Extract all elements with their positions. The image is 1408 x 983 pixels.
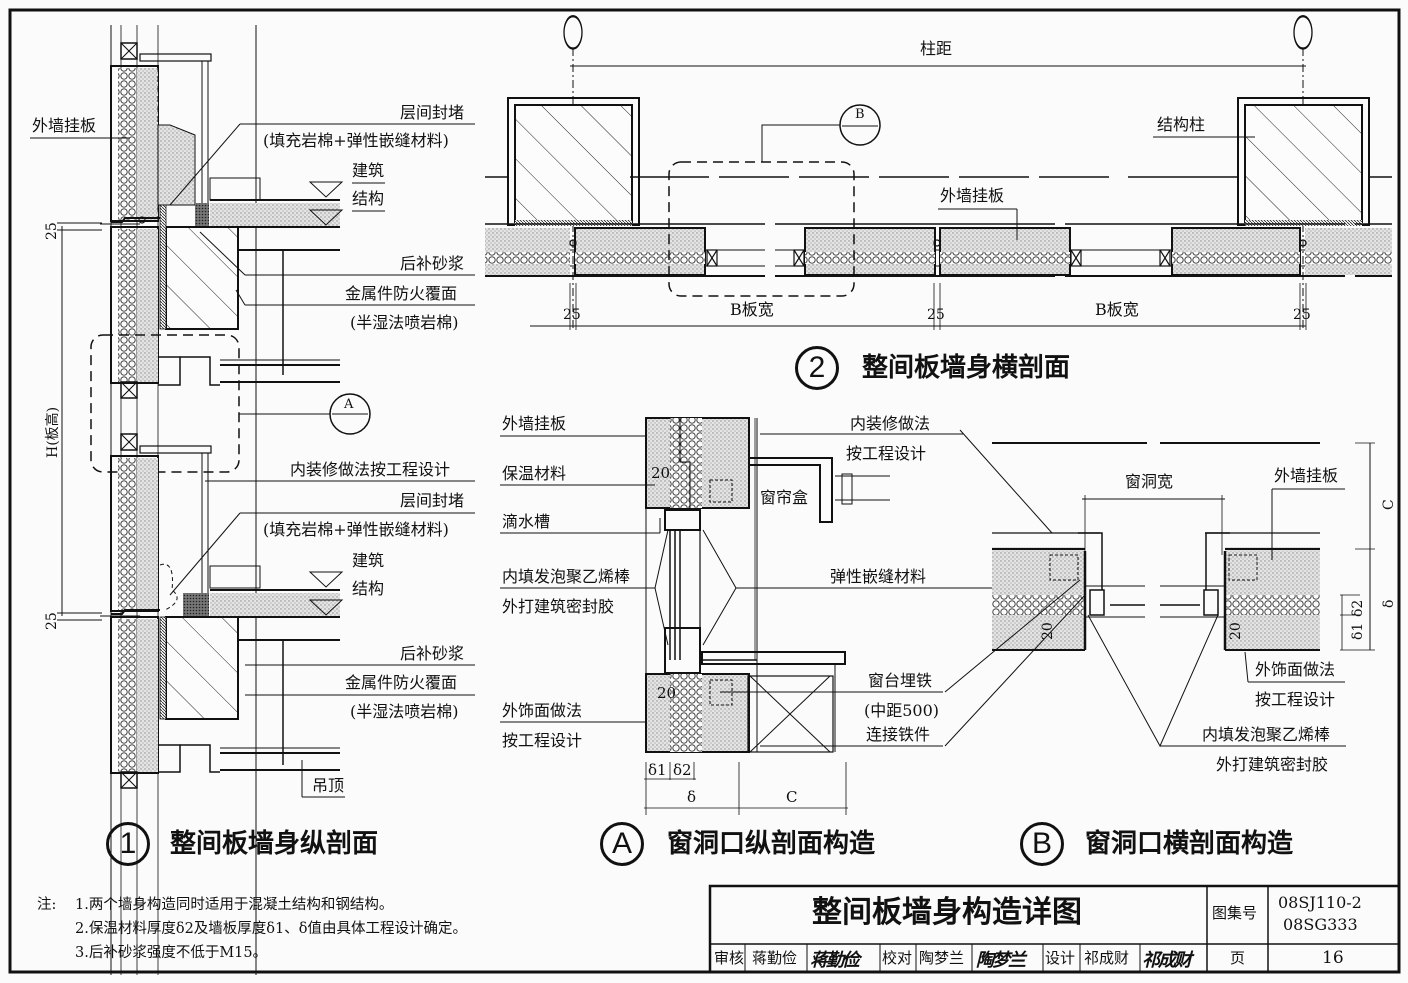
label-structure-1: 结构 [352,189,385,208]
label-b-opening-width: 窗洞宽 [1125,472,1174,491]
label-ceiling: 吊顶 [312,776,345,795]
design-label: 设计 [1045,949,1076,967]
label-b-exterior-panel: 外墙挂板 [1274,466,1339,485]
page-number: 16 [1322,948,1344,968]
label-structure-2: 结构 [352,579,385,598]
label-exterior-panel: 外墙挂板 [32,116,97,135]
label-architecture-1: 建筑 [352,161,385,180]
sectionB-drawing [944,429,1375,748]
dim-a-20-bottom: 20 [657,684,677,702]
label-a-sealant: 外打建筑密封胶 [502,597,615,616]
label-exterior-panel-2: 外墙挂板 [940,186,1005,205]
dim-b-c: C [1381,499,1397,510]
section1-number: 1 [106,822,150,866]
dim-b-d1: δ1 [1350,622,1366,640]
designer-name: 祁成财 [1084,949,1130,967]
label-a-drip-groove: 滴水槽 [502,512,551,531]
label-a-ext-finish: 外饰面做法 [502,701,583,720]
sectionB-number: B [1020,822,1064,866]
label-a-curtain-box: 窗帘盒 [760,488,809,507]
label-a-connector: 连接铁件 [866,725,931,744]
dim-panel-height: H(板高) [45,406,61,458]
label-a-exterior-panel: 外墙挂板 [502,414,567,433]
reviewer-signature: 蒋勤俭 [810,950,860,971]
section1-title: 整间板墙身纵剖面 [170,829,379,859]
dim-gap-col-3: 25 [1293,307,1311,323]
label-mortar-2: 后补砂浆 [400,644,465,663]
title-block-title: 整间板墙身构造详图 [812,895,1082,930]
label-floor-seal-fill-2: (填充岩棉+弹性嵌缝材料) [263,520,449,539]
check-label: 校对 [882,949,913,967]
label-mortar-1: 后补砂浆 [400,254,465,273]
section1-drawing [30,25,475,975]
label-a-insulation: 保温材料 [502,464,567,483]
label-b-ext-finish: 外饰面做法 [1255,660,1336,679]
section2-drawing [485,15,1392,330]
dim-a-c: C [786,788,798,806]
label-b-sealant: 外打建筑密封胶 [1216,755,1329,774]
label-panel-width-2: B板宽 [1095,300,1139,319]
label-structural-column: 结构柱 [1157,115,1206,134]
dim-b-20-right: 20 [1228,622,1244,640]
dim-b-20-left: 20 [1040,622,1056,640]
label-architecture-2: 建筑 [352,551,385,570]
section2-title: 整间板墙身横剖面 [862,353,1071,383]
label-b-ext-finish-2: 按工程设计 [1255,690,1336,709]
label-b-backer-rod: 内填发泡聚乙烯棒 [1202,725,1331,744]
label-floor-seal-2: 层间封堵 [400,491,465,510]
label-spray-1: (半湿法喷岩棉) [350,313,459,332]
note-item-3: 3.后补砂浆强度不低于M15。 [75,945,268,961]
label-a-int-finish: 内装修做法 [850,414,931,433]
sectionB-title: 窗洞口横剖面构造 [1085,829,1294,859]
notes-prefix: 注: [37,897,57,913]
note-item-2: 2.保温材料厚度δ2及墙板厚度δ1、δ值由具体工程设计确定。 [75,921,467,937]
label-column-spacing: 柱距 [920,39,953,58]
dim-a-20-top: 20 [651,464,671,482]
checker-name: 陶梦兰 [919,949,965,967]
checker-signature: 陶梦兰 [976,950,1026,971]
atlas-no-2: 08SG333 [1283,915,1358,934]
atlas-no-1: 08SJ110-2 [1278,893,1362,912]
label-fireproof-2: 金属件防火覆面 [345,673,458,692]
sectionA-title: 窗洞口纵剖面构造 [667,829,876,859]
dim-gap-col-1: 25 [563,307,581,323]
page-label: 页 [1230,949,1246,967]
dim-b-d2: δ2 [1350,599,1366,617]
atlas-label: 图集号 [1212,904,1258,922]
designer-signature: 祁成财 [1142,950,1192,971]
dim-a-d: δ [687,788,697,806]
label-interior-finish: 内装修做法按工程设计 [290,460,451,479]
label-a-spacing: (中距500) [864,701,940,720]
sectionA-drawing [500,417,963,815]
label-floor-seal-1: 层间封堵 [400,103,465,122]
label-floor-seal-fill-1: (填充岩棉+弹性嵌缝材料) [263,131,449,150]
section2-number: 2 [795,346,839,390]
label-spray-2: (半湿法喷岩棉) [350,702,459,721]
label-panel-width-1: B板宽 [730,300,774,319]
label-a-elastic-joint: 弹性嵌缝材料 [830,567,927,586]
sectionA-number: A [600,822,644,866]
label-a-int-finish-2: 按工程设计 [846,444,927,463]
detail-ref-a: A [344,397,354,412]
review-label: 审核 [714,949,745,967]
dim-gap-col-2: 25 [927,307,945,323]
dim-gap-2: 25 [44,612,60,630]
label-a-backer-rod: 内填发泡聚乙烯棒 [502,567,631,586]
title-block-lines [708,884,1401,974]
dim-a-d2: δ2 [673,761,692,779]
detail-ref-b: B [855,107,865,122]
dim-a-d1: δ1 [648,761,667,779]
dim-b-d: δ [1381,599,1397,608]
label-a-ext-finish-2: 按工程设计 [502,731,583,750]
dim-gap-1: 25 [44,222,60,240]
label-fireproof-1: 金属件防火覆面 [345,284,458,303]
note-item-1: 1.两个墙身构造同时适用于混凝土结构和钢结构。 [75,897,394,913]
sheet-border [8,8,1401,974]
reviewer-name: 蒋勤俭 [752,949,798,967]
label-a-sill-iron: 窗台埋铁 [868,671,933,690]
